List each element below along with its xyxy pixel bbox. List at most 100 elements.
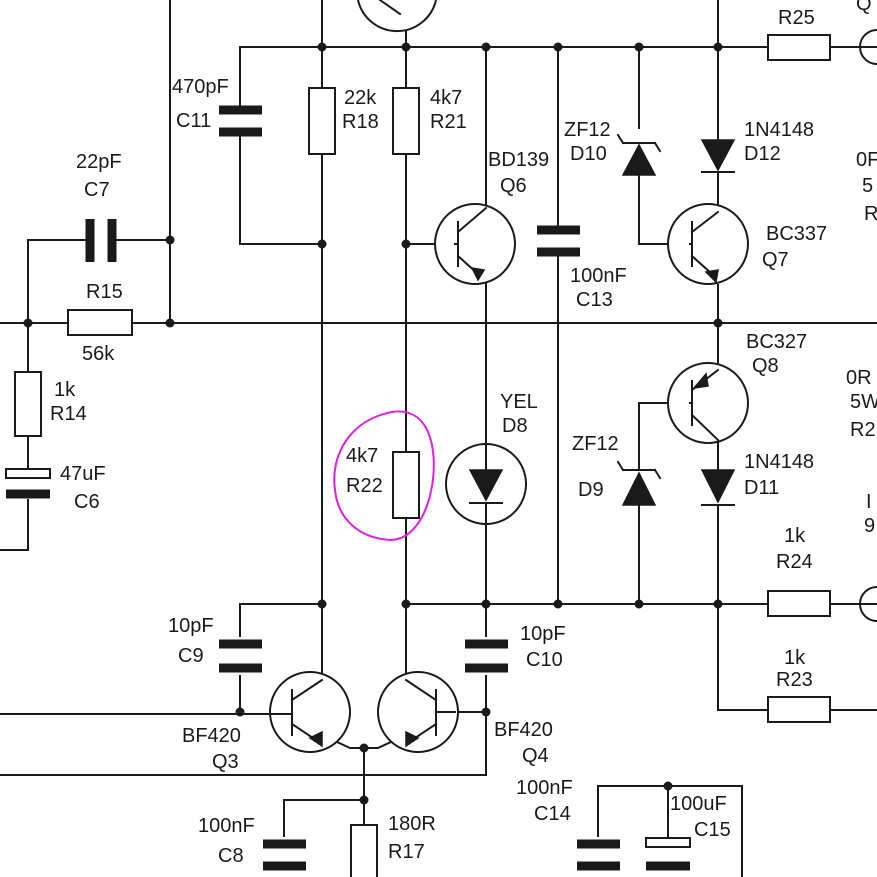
label-edge-9: 9: [864, 515, 875, 537]
d11-triangle: [700, 469, 736, 504]
label-c13-value: 100nF: [570, 265, 627, 287]
label-edge-i: I: [866, 491, 872, 513]
d9-triangle: [621, 471, 657, 506]
label-c13-ref: C13: [576, 289, 613, 311]
label-c6-ref: C6: [74, 491, 100, 513]
label-q4-ref: Q4: [522, 745, 549, 767]
label-r24-value: 1k: [784, 525, 806, 547]
label-q8-value: BC327: [746, 331, 807, 353]
label-c9-value: 10pF: [168, 615, 214, 637]
label-d9-value: ZF12: [572, 433, 619, 455]
label-q7-ref: Q7: [762, 249, 789, 271]
label-r23-ref: R23: [776, 669, 813, 691]
label-c8-value: 100nF: [198, 815, 255, 837]
label-c7-value: 22pF: [76, 151, 122, 173]
label-edge-0r-mid: 0R: [846, 367, 872, 389]
label-q-top-right: Q: [856, 0, 872, 15]
label-edge-r2-mid: R2: [850, 419, 876, 441]
label-r23-value: 1k: [784, 647, 806, 669]
q8-symbol: [667, 362, 749, 444]
label-q8-ref: Q8: [752, 355, 779, 377]
labels: Q R25 470pF C11 22k R18 4k7 R21 ZF12 D10…: [50, 0, 877, 867]
label-q6-value: BD139: [488, 149, 549, 171]
label-edge-0r-top: 0F: [856, 149, 877, 171]
transistors: [269, 0, 749, 753]
label-edge-r-top: R: [864, 203, 877, 225]
label-c11-ref: C11: [176, 110, 211, 132]
c14-plates: [577, 839, 620, 871]
label-r21-value: 4k7: [430, 87, 462, 109]
label-edge-5-top: 5: [862, 175, 873, 197]
resistors: [14, 34, 831, 877]
label-c7-ref: C7: [84, 179, 110, 201]
q3-symbol: [269, 671, 351, 753]
c9-plates: [219, 639, 262, 673]
label-d12-value: 1N4148: [744, 119, 814, 141]
label-q3-ref: Q3: [212, 751, 239, 773]
label-r15-value: 56k: [82, 343, 115, 365]
label-c8-ref: C8: [218, 845, 244, 867]
label-c14-value: 100nF: [516, 777, 573, 799]
r18-body: [308, 87, 336, 155]
edge-connectors: [859, 28, 877, 623]
c13-plates: [537, 225, 580, 257]
c15-plate-open: [645, 837, 691, 848]
r22-highlight-annotation: [333, 410, 435, 542]
c8-plates: [263, 839, 306, 871]
c6-plate-open: [5, 468, 51, 479]
c11-plates: [219, 105, 262, 137]
label-d12-ref: D12: [744, 143, 781, 165]
r21-body: [392, 87, 420, 155]
label-d8-value: YEL: [500, 391, 538, 413]
label-d9-ref: D9: [578, 479, 604, 501]
q4-symbol: [377, 671, 459, 753]
label-d8-ref: D8: [502, 415, 528, 437]
label-d10-ref: D10: [570, 143, 607, 165]
diodes: [445, 133, 736, 525]
r23-body: [767, 696, 831, 723]
label-c11-value: 470pF: [172, 76, 229, 98]
label-r22-value: 4k7: [346, 445, 378, 467]
junctions: [23, 42, 723, 805]
c7-plates: [85, 219, 117, 262]
r14-body: [14, 371, 42, 437]
label-r18-ref: R18: [342, 111, 379, 133]
c10-plates: [465, 639, 508, 673]
label-q7-value: BC337: [766, 223, 827, 245]
q-top-partial: [357, 0, 437, 33]
label-r22-ref: R22: [346, 475, 383, 497]
label-q4-value: BF420: [494, 719, 553, 741]
label-edge-5w-mid: 5W: [850, 391, 877, 413]
label-c15-value: 100uF: [670, 793, 727, 815]
label-c14-ref: C14: [534, 803, 571, 825]
r17-body: [350, 824, 378, 877]
label-d11-ref: D11: [744, 477, 779, 499]
r24-body: [767, 590, 831, 617]
label-d10-value: ZF12: [564, 119, 611, 141]
label-r17-value: 180R: [388, 813, 436, 835]
label-r14-ref: R14: [50, 403, 87, 425]
d10-triangle: [621, 143, 657, 176]
label-c10-ref: C10: [526, 649, 563, 671]
label-r15-ref: R15: [86, 281, 123, 303]
label-r14-value: 1k: [54, 379, 76, 401]
label-c15-ref: C15: [694, 819, 731, 841]
r22-body: [392, 451, 420, 519]
r15-body: [67, 309, 133, 336]
label-r25: R25: [778, 7, 815, 29]
label-c9-ref: C9: [178, 645, 204, 667]
label-d11-value: 1N4148: [744, 451, 814, 473]
label-q6-ref: Q6: [500, 175, 527, 197]
q7-symbol: [667, 203, 749, 285]
label-r24-ref: R24: [776, 551, 813, 573]
label-c6-value: 47uF: [60, 463, 106, 485]
capacitors: [5, 105, 691, 871]
q6-symbol: [434, 203, 516, 285]
label-r21-ref: R21: [430, 111, 467, 133]
r25-body: [767, 34, 831, 61]
label-r17-ref: R17: [388, 841, 425, 863]
label-q3-value: BF420: [182, 725, 241, 747]
d12-triangle: [700, 139, 736, 172]
label-c10-value: 10pF: [520, 623, 566, 645]
